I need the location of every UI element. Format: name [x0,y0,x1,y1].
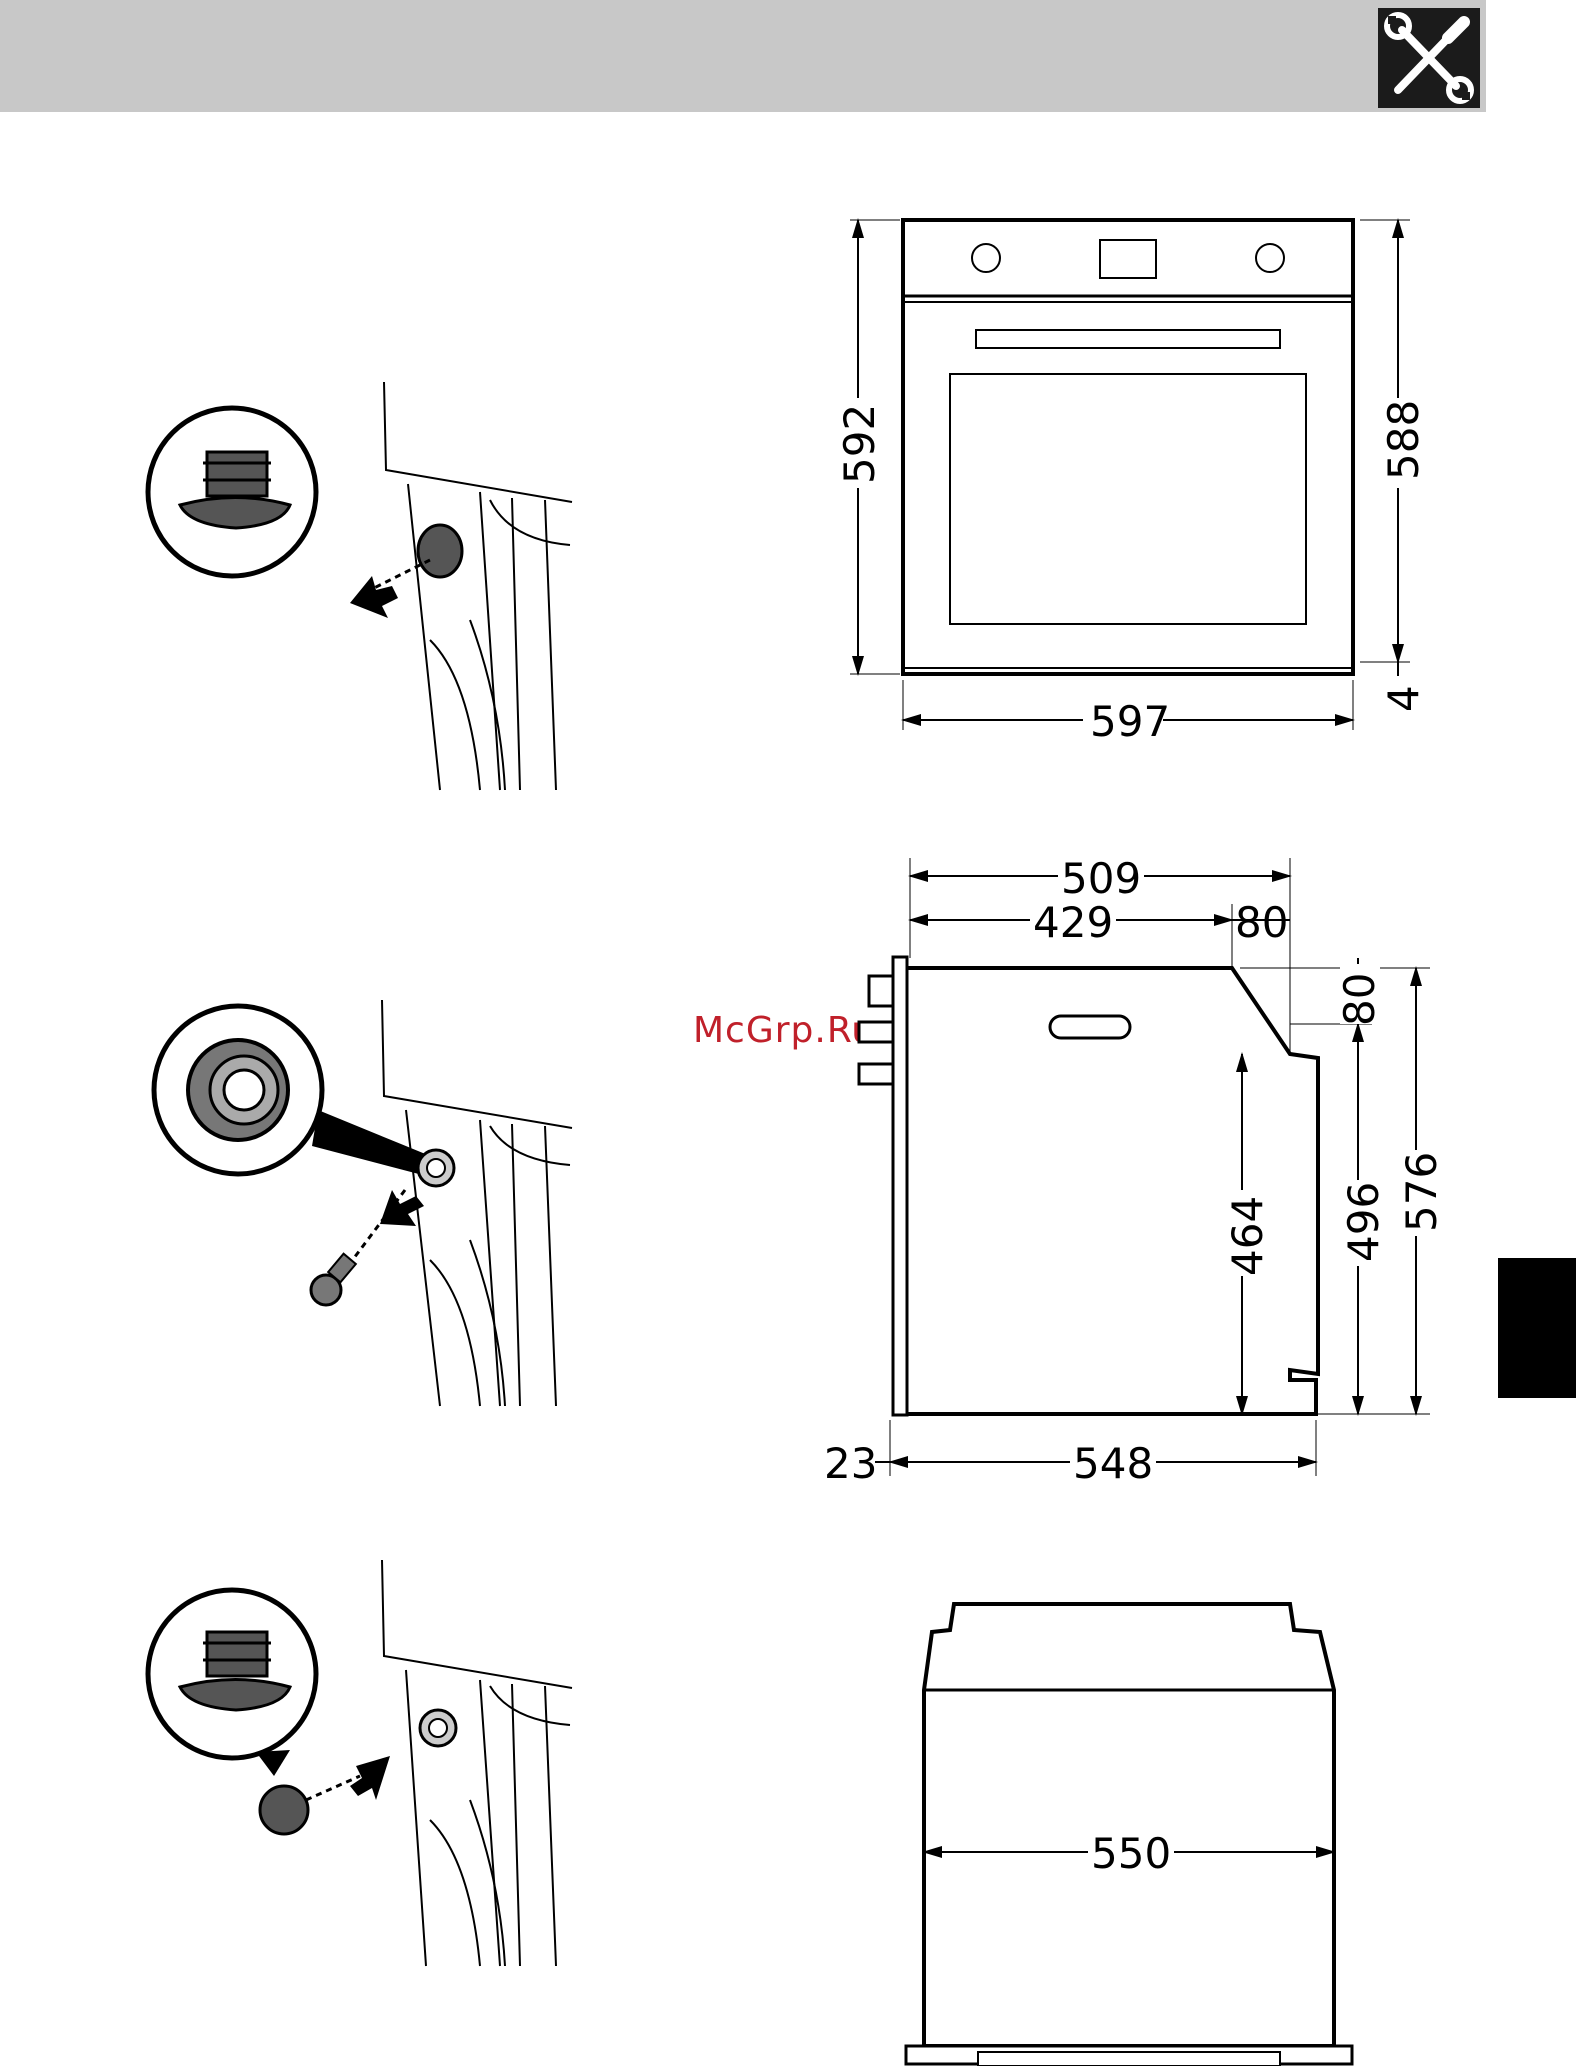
dim-depth-top-chamfer: 80 [1235,898,1288,947]
cap-plug-icon [148,1590,316,1758]
step-2-illustration [154,1000,572,1406]
step-1-illustration [148,382,572,790]
dim-height-body: 588 [1379,400,1428,480]
cap-plug-icon [148,408,316,576]
dim-top-width: 550 [1091,1829,1171,1878]
dim-height-total-side: 576 [1397,1152,1446,1232]
dim-height-gap: 4 [1379,685,1428,712]
dim-height-inner: 464 [1223,1196,1272,1276]
dim-depth-body: 429 [1033,898,1113,947]
dim-width: 597 [1090,697,1170,746]
top-view-diagram: 550 [906,1604,1352,2066]
dim-height-total: 592 [835,404,884,484]
dim-depth-total: 509 [1061,854,1141,903]
bushing-icon [154,1006,322,1174]
dim-front-panel: 23 [824,1439,877,1488]
dim-height-mid: 496 [1339,1182,1388,1262]
dim-depth-bottom: 548 [1073,1439,1153,1488]
dim-chamfer-height: 80 [1335,973,1384,1026]
side-view-diagram: 509 429 80 80 464 496 576 23 548 [824,854,1446,1488]
front-view-diagram: 592 588 4 597 [835,220,1428,746]
step-3-illustration [148,1560,572,1966]
